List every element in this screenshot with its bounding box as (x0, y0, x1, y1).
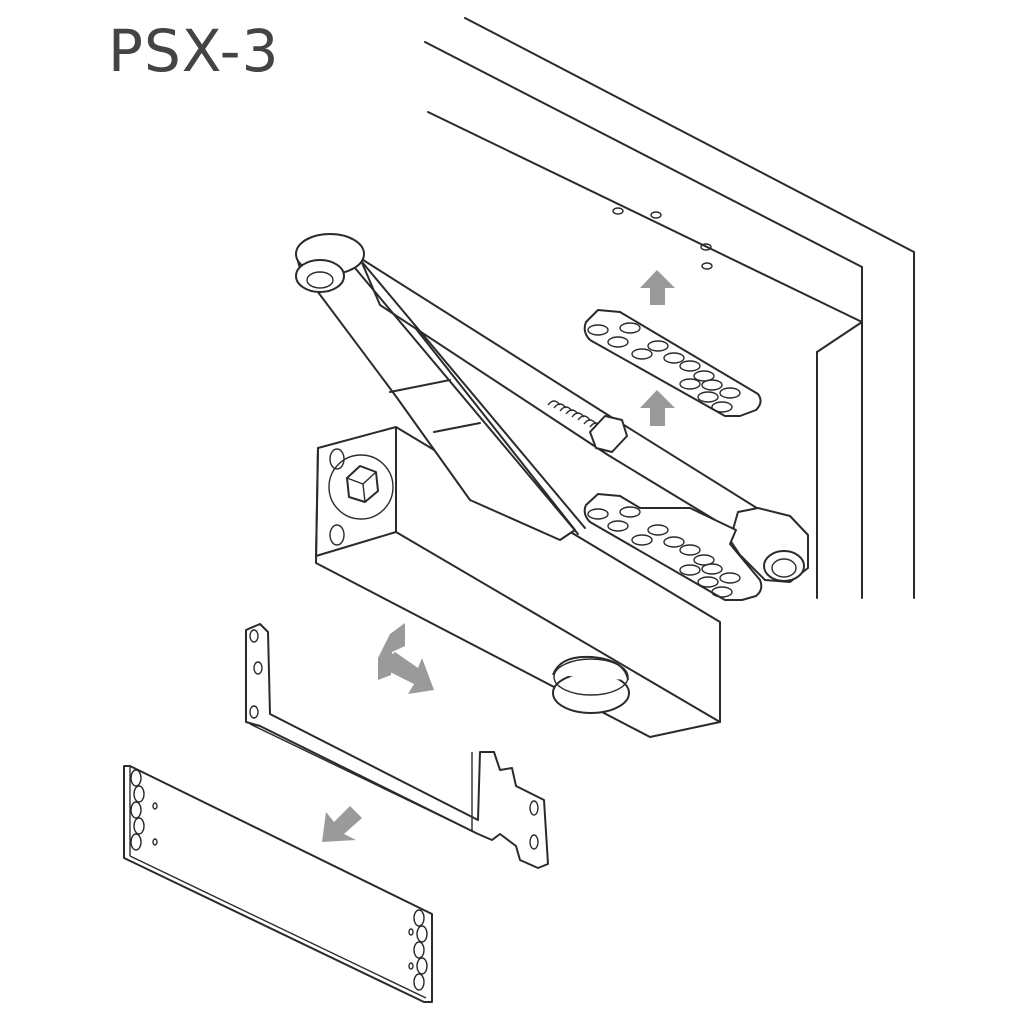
arm-shoe-lower (583, 493, 763, 601)
door-frame (424, 17, 915, 599)
diagram-title: PSX-3 (108, 17, 280, 85)
arm-assembly (295, 233, 809, 583)
cover-plate (123, 765, 433, 1003)
arrow-up-icon (640, 390, 675, 426)
arrow-swap-icon (378, 623, 434, 694)
arrow-up-icon (640, 270, 675, 305)
mounting-bracket (245, 623, 549, 869)
arrow-down-left-icon (322, 806, 362, 842)
closer-body (315, 426, 721, 738)
arm-shoe-upper (583, 309, 762, 417)
